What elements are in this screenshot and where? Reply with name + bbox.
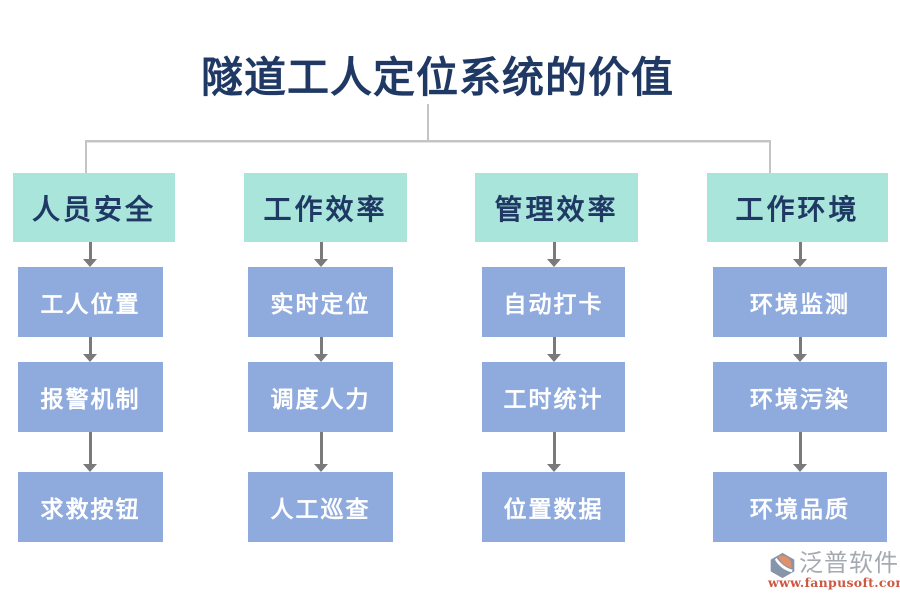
- arrow-down-icon: [83, 432, 97, 472]
- arrow-down-icon: [314, 337, 328, 362]
- column-header-management-efficiency: 管理效率: [475, 173, 638, 242]
- node-dispatch-manpower: 调度人力: [248, 362, 393, 432]
- node-location-data: 位置数据: [482, 472, 625, 542]
- node-realtime-positioning: 实时定位: [248, 267, 393, 337]
- node-sos-button: 求救按钮: [18, 472, 163, 542]
- node-alarm-mechanism: 报警机制: [18, 362, 163, 432]
- node-manual-inspection: 人工巡查: [248, 472, 393, 542]
- arrow-down-icon: [314, 242, 328, 267]
- node-environment-pollution: 环境污染: [713, 362, 887, 432]
- watermark-url-text: www.fanpusoft.com: [768, 575, 900, 590]
- arrow-down-icon: [547, 242, 561, 267]
- column-header-personnel-safety: 人员安全: [13, 173, 175, 242]
- arrow-down-icon: [314, 432, 328, 472]
- column-header-work-environment: 工作环境: [707, 173, 888, 242]
- node-worker-position: 工人位置: [18, 267, 163, 337]
- arrow-down-icon: [793, 242, 807, 267]
- node-environment-monitoring: 环境监测: [713, 267, 887, 337]
- arrow-down-icon: [793, 432, 807, 472]
- connector-drop-right: [769, 140, 771, 173]
- fanpu-logo-icon: [770, 552, 795, 579]
- watermark-brand-text: 泛普软件: [799, 549, 899, 577]
- page-title: 隧道工人定位系统的价值: [200, 53, 674, 102]
- arrow-down-icon: [793, 337, 807, 362]
- arrow-down-icon: [83, 337, 97, 362]
- connector-drop-left: [85, 140, 87, 173]
- arrow-down-icon: [547, 337, 561, 362]
- column-header-work-efficiency: 工作效率: [244, 173, 407, 242]
- arrow-down-icon: [547, 432, 561, 472]
- arrow-down-icon: [83, 242, 97, 267]
- connector-title-stem: [427, 104, 429, 142]
- node-workhour-statistics: 工时统计: [482, 362, 625, 432]
- node-auto-checkin: 自动打卡: [482, 267, 625, 337]
- connector-horizontal: [85, 140, 771, 142]
- node-environment-quality: 环境品质: [713, 472, 887, 542]
